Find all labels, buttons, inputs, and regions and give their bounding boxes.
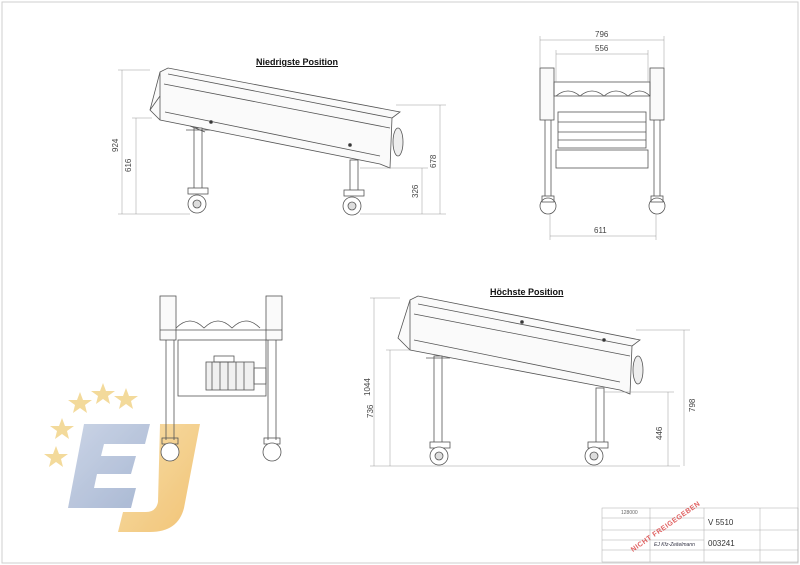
title-block-product: V 5510: [708, 518, 734, 527]
dim-end-inner-width: 556: [595, 44, 609, 53]
dim-highest-mid: 736: [366, 404, 375, 418]
title-block-part-no: 003241: [708, 539, 735, 548]
title-block-company: EJ Kfz-Zeitelmann: [654, 542, 695, 548]
end-view-top: [539, 36, 666, 240]
watermark-stars: [44, 383, 138, 467]
dim-lowest-mid: 616: [124, 158, 133, 172]
title-block-frame: [601, 507, 799, 563]
dim-lowest-low: 326: [411, 184, 420, 198]
dim-end-base-width: 611: [594, 226, 607, 235]
end-view-motor: [159, 295, 283, 462]
title-block-drawing-no: 128000: [621, 510, 638, 516]
dim-end-total-width: 796: [595, 30, 609, 39]
dim-lowest-front: 678: [429, 154, 438, 168]
view-title-highest: Höchste Position: [490, 287, 564, 297]
ej-watermark-logo: [44, 383, 200, 532]
side-view-highest: [370, 295, 690, 467]
dim-highest-low: 446: [655, 426, 664, 440]
dim-highest-overall: 1044: [363, 378, 372, 396]
watermark-letter-j: [118, 424, 200, 532]
dim-highest-front: 798: [688, 398, 697, 412]
side-view-lowest: [118, 67, 446, 216]
dim-lowest-overall: 924: [111, 138, 120, 152]
watermark-letter-e: [68, 424, 150, 508]
view-title-lowest: Niedrigste Position: [256, 57, 339, 67]
